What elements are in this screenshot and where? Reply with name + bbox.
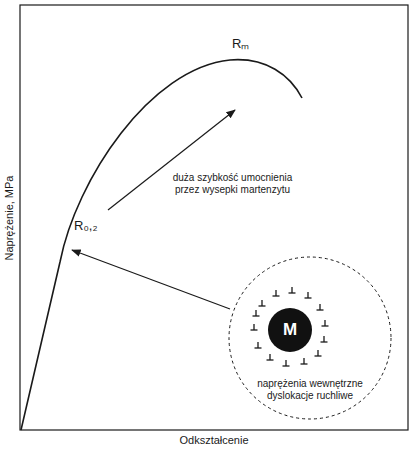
dislocation-symbol <box>283 360 290 366</box>
dislocation-symbol <box>315 350 322 356</box>
dislocation-symbol <box>273 290 280 296</box>
dislocation-symbol <box>289 287 296 293</box>
dislocation-symbol <box>253 310 260 316</box>
plot-frame <box>20 5 408 430</box>
hardening-note: duża szybkość umocnienia przez wysepki m… <box>165 172 300 196</box>
yield-strength-label: R₀,₂ <box>74 218 97 234</box>
dislocation-symbol <box>255 342 262 348</box>
phase-symbol: M <box>283 320 297 340</box>
tensile-strength-label: Rₘ <box>232 36 249 52</box>
yield-arrow <box>72 250 230 309</box>
dislocation-symbol <box>322 320 329 326</box>
dislocation-symbol <box>305 292 312 298</box>
stress-strain-curve <box>21 60 302 430</box>
dislocation-symbol <box>317 304 324 310</box>
y-axis-title: Naprężenie, MPa <box>3 176 16 261</box>
martensite-island: M <box>268 308 312 352</box>
dislocation-symbol <box>251 324 258 330</box>
dislocation-symbol <box>321 336 328 342</box>
dislocation-symbol <box>259 300 266 306</box>
dashed-region-circle: naprężenia wewnętrzne dyslokacje ruchliw… <box>228 256 392 420</box>
dislocation-symbol <box>301 358 308 364</box>
dislocation-symbol <box>267 354 274 360</box>
dislocation-symbols <box>251 287 329 366</box>
x-axis-title: Odkształcenie <box>179 434 248 447</box>
region-note: naprężenia wewnętrzne dyslokacje ruchliw… <box>250 378 370 402</box>
